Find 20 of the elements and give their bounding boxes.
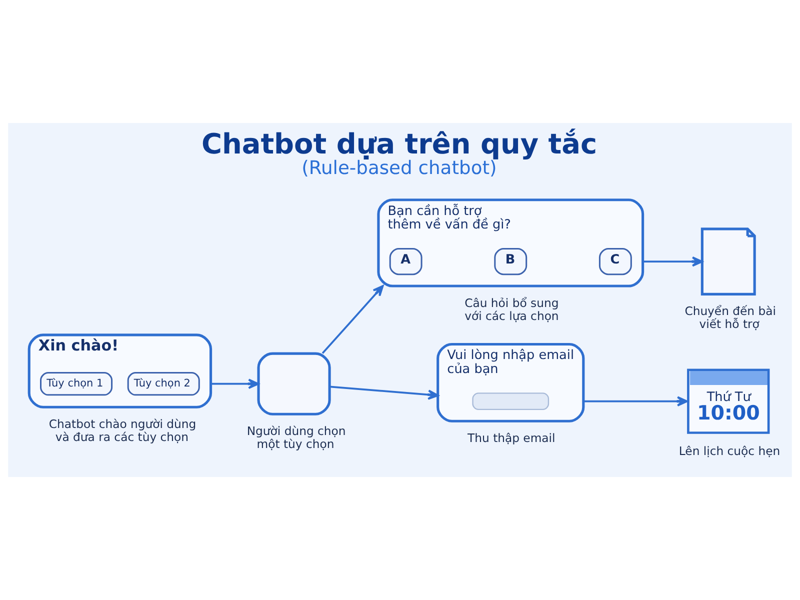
node-box (257, 352, 331, 416)
node-label: Thu thập email (468, 431, 556, 446)
node-label: Câu hỏi bổ sung với các lựa chọn (464, 296, 559, 323)
node-label: Người dùng chọn một tùy chọn (246, 424, 346, 451)
arrow (210, 378, 260, 389)
node-label: Chatbot chào người dùng và đưa ra các tùy chọn (48, 417, 196, 444)
arrow (583, 396, 688, 406)
arrow (322, 285, 384, 354)
node-box: A (389, 248, 422, 276)
node-box: Tùy chọn 1 (40, 372, 113, 396)
diagram-title: Chatbot dựa trên quy tắc (Rule-based chatbot) (201, 128, 598, 180)
node-label: Lên lịch cuộc hẹn (678, 444, 780, 458)
node-box (472, 392, 550, 410)
node-box: C (598, 248, 632, 276)
node-box: B (494, 248, 528, 276)
node-label: Chuyển đến bài viết hỗ trợ (684, 304, 776, 331)
arrow (642, 256, 703, 267)
arrow (330, 386, 439, 400)
cluster: Vui lòng nhập email của bạn (436, 342, 585, 422)
node-box: Tùy chọn 2 (127, 372, 200, 396)
